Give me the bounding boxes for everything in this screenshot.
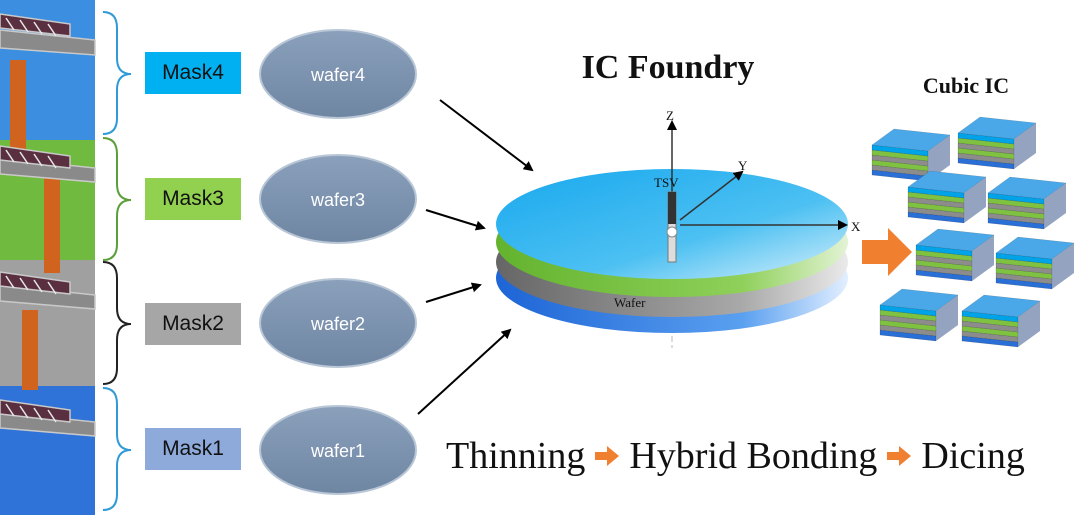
wafer1-disc: wafer1 bbox=[259, 405, 417, 495]
process-step-hybrid-bonding: Hybrid Bonding bbox=[629, 435, 878, 477]
brace-mask3 bbox=[102, 137, 132, 261]
process-step-dicing: Dicing bbox=[921, 435, 1025, 477]
wafer-layer-label: Wafer bbox=[614, 295, 646, 310]
brace-mask4 bbox=[102, 11, 132, 135]
wafer2-label: wafer2 bbox=[310, 314, 365, 334]
wafer3-label: wafer3 bbox=[310, 190, 365, 210]
cubic-ic-chip bbox=[957, 116, 1037, 170]
cubic-ic-chip bbox=[995, 236, 1075, 290]
mask2-box: Mask2 bbox=[145, 303, 241, 345]
chip-stack-strip bbox=[0, 0, 96, 515]
cubic-title: Cubic IC bbox=[923, 73, 1009, 98]
mask1-label: Mask1 bbox=[162, 437, 224, 460]
process-arrow-icon bbox=[595, 446, 620, 466]
mask4-box: Mask4 bbox=[145, 52, 241, 94]
cubic-ic-chip bbox=[961, 294, 1041, 348]
wafer1-label: wafer1 bbox=[310, 441, 365, 461]
wafer3-disc: wafer3 bbox=[259, 154, 417, 244]
to-cubic-arrow bbox=[862, 228, 912, 276]
process-arrow-icon bbox=[887, 446, 912, 466]
mask2-label: Mask2 bbox=[162, 312, 224, 335]
cubic-ic-chip bbox=[907, 170, 987, 224]
cubic-ic-chip bbox=[871, 128, 951, 182]
layer-hatch bbox=[5, 17, 57, 423]
foundry-title: IC Foundry bbox=[582, 49, 755, 86]
stacked-wafer: Wafer Z Y X TSV bbox=[496, 108, 861, 348]
mask4-label: Mask4 bbox=[162, 61, 224, 84]
cubic-ic-chip bbox=[915, 228, 995, 282]
tsv-label: TSV bbox=[654, 175, 679, 190]
mask1-box: Mask1 bbox=[145, 428, 241, 470]
tsv-pin bbox=[666, 191, 678, 263]
axis-x-label: X bbox=[851, 219, 861, 234]
wafer4-label: wafer4 bbox=[310, 65, 365, 85]
flow-arrows bbox=[417, 99, 534, 415]
cubic-ic-chip bbox=[879, 288, 959, 342]
mask3-box: Mask3 bbox=[145, 178, 241, 220]
cubic-ic-chip bbox=[987, 176, 1067, 230]
wafer4-disc: wafer4 bbox=[259, 29, 417, 119]
mask3-label: Mask3 bbox=[162, 187, 224, 210]
axis-z-label: Z bbox=[666, 108, 674, 123]
brace-mask2 bbox=[102, 261, 132, 385]
interconnect-layers bbox=[0, 13, 96, 437]
cubic-ic-cluster bbox=[871, 116, 1075, 348]
tsv-pillars bbox=[10, 60, 60, 390]
brace-mask1 bbox=[102, 387, 132, 511]
wafer2-disc: wafer2 bbox=[259, 278, 417, 368]
axis-y-label: Y bbox=[738, 158, 748, 173]
process-flow: Thinning Hybrid Bonding Dicing bbox=[446, 434, 1025, 478]
process-step-thinning: Thinning bbox=[446, 435, 586, 477]
